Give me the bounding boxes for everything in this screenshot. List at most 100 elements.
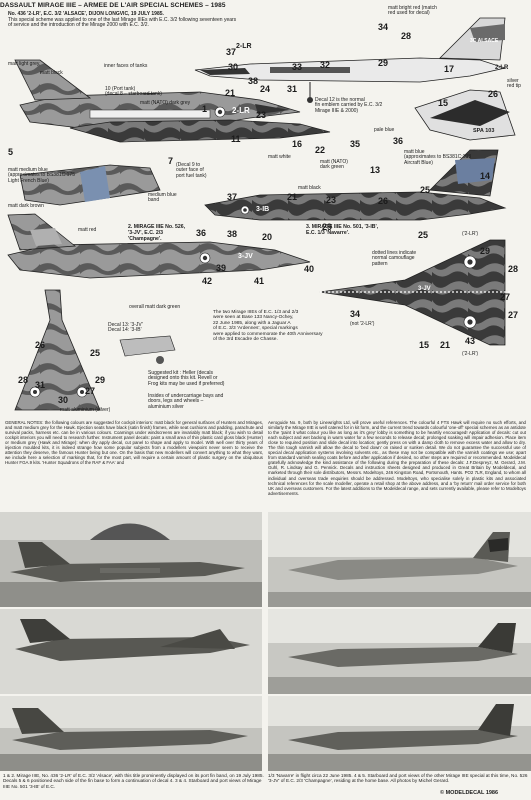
marking-2lr-b: 2-LR xyxy=(236,43,252,50)
caption-mirage-501: 3. MIRAGE IIIE No. 501, '3-IB', E.C. 1/3… xyxy=(306,224,379,236)
side-view-3ib xyxy=(204,149,507,221)
decal-num: 27 xyxy=(500,292,511,302)
decal-num: 21 xyxy=(287,192,298,202)
decal-num: 39 xyxy=(216,263,227,273)
marking-3ib: 3-IB xyxy=(256,206,270,213)
label-insides: Insides of undercarriage bays and doors,… xyxy=(148,393,224,410)
label-matt-nato-dark-grey: matt (NATO) dark grey xyxy=(140,100,191,106)
decal-num: 30 xyxy=(228,62,239,72)
label-medium-blue-band: medium blue band xyxy=(148,192,177,204)
marking-2lr-a: 2-LR xyxy=(232,106,250,115)
decal-num: 17 xyxy=(444,64,455,74)
label-two-mirage: The two Mirage IIIEs of E.C. 1/3 and 2/3… xyxy=(213,310,323,343)
decal-num: 21 xyxy=(440,340,451,350)
decal-num: 5 xyxy=(8,147,14,157)
decal-num: 34 xyxy=(350,309,361,319)
decal-num: 38 xyxy=(248,76,259,86)
label-matt-medium-blue: matt medium blue (approximates to BS381C… xyxy=(8,167,75,184)
decal-num: 36 xyxy=(393,136,404,146)
label-matt-dark-brown: matt dark brown xyxy=(8,203,44,209)
decal-num: 29 xyxy=(378,58,389,68)
decal-num: 26 xyxy=(378,196,389,206)
marking-spa: SPA 103 xyxy=(473,128,495,134)
photo-1 xyxy=(0,512,262,607)
decal-num: 38 xyxy=(227,229,238,239)
label-decal-13-14: Decal 13: '3-JV' Decal 14: '3-IB' xyxy=(108,322,143,334)
decal-num: 26 xyxy=(488,89,499,99)
plan-view-left xyxy=(14,289,101,411)
side-view-2lr-light xyxy=(194,17,507,103)
plan-view-right xyxy=(319,239,510,346)
side-view-3jv xyxy=(7,213,311,279)
decal-num: 24 xyxy=(260,84,271,94)
decal-num: 16 xyxy=(292,139,303,149)
photo-4 xyxy=(268,609,531,694)
decal-num: 37 xyxy=(226,47,237,57)
label-decal-12: Decal 12 is the normal fin emblem carrie… xyxy=(315,97,383,114)
label-dotted-lines: dotted lines indicate normal camouflage … xyxy=(372,250,417,267)
decal-num: 43 xyxy=(465,336,476,346)
decal-num: 34 xyxy=(378,22,389,32)
decal-num: 21 xyxy=(225,88,236,98)
label-decal-9: (Decal 9 to outer face of port fuel tank… xyxy=(176,162,207,179)
decal-num: 29 xyxy=(480,246,491,256)
aircraft-illustrations xyxy=(7,17,516,411)
decal-num: 27 xyxy=(508,310,519,320)
decal-num: 26 xyxy=(35,340,46,350)
decal-num: 28 xyxy=(401,31,412,41)
decal-num: 33 xyxy=(292,62,303,72)
decal-num: 25 xyxy=(420,185,431,195)
decal-num: 31 xyxy=(35,380,46,390)
marking-2lr-c: 2-LR xyxy=(495,65,509,71)
label-inner-faces: inner faces of tanks xyxy=(104,63,148,69)
general-notes-col2: Aeroguide No. 9, both by Linewrights Ltd… xyxy=(268,420,526,496)
label-overall-dark-green: overall matt dark green xyxy=(129,304,181,310)
decal-num: 15 xyxy=(419,340,430,350)
general-notes-col1: GENERAL NOTES: the following colours are… xyxy=(5,420,263,466)
intro-text: This special scheme was applied to one o… xyxy=(8,16,237,29)
decal-num: 29 xyxy=(322,222,333,232)
label-pale-blue: pale blue xyxy=(374,127,395,133)
caption-mirage-526: 2. MIRAGE IIIE No. 526, '3-JV', E.C. 2/3… xyxy=(128,224,186,242)
marking-alsace: 3C ALSACE xyxy=(470,38,499,44)
footer-caption-right: 1/3 'Navarre' in flight circa 22 June 19… xyxy=(268,773,528,784)
photo-3 xyxy=(0,609,262,694)
intro-block: No. 436 '2-LR', E.C. 3/2 'ALSACE', DIJON… xyxy=(8,11,238,29)
decal-num: 32 xyxy=(320,60,331,70)
decal-num: 25 xyxy=(418,230,429,240)
side-view-2lr-camo-b xyxy=(69,119,331,143)
marking-3jv-a: 3-JV xyxy=(238,253,253,260)
label-matt-nato-dark-green: matt (NATO) dark green xyxy=(320,159,348,171)
decal-num: 1 xyxy=(202,104,208,114)
label-matt-bright-red: matt bright red (match red used for deca… xyxy=(388,5,437,17)
label-matt-white: matt white xyxy=(268,154,291,160)
marking-3jv-b: 3-JV xyxy=(418,286,431,292)
fin-view-blue xyxy=(19,164,161,206)
decal-num: 40 xyxy=(304,264,315,274)
label-matt-black-1: matt black xyxy=(40,70,63,76)
label-matt-light-grey: matt light grey xyxy=(8,61,40,67)
decal-num: 7 xyxy=(168,156,174,166)
photo-5 xyxy=(0,696,262,771)
decal-num: 25 xyxy=(90,348,101,358)
decal-num: 22 xyxy=(315,145,326,155)
label-2lr-note-b: ('2-LR') xyxy=(462,351,479,357)
decal-num: 28 xyxy=(508,264,519,274)
label-decal-10: 10 (Port tank) (decal 8 – starboard tank… xyxy=(105,86,162,98)
decal-num: 41 xyxy=(254,276,265,286)
label-matt-aluminium: matt aluminium (silver) xyxy=(60,407,111,413)
decal-num: 13 xyxy=(370,165,381,175)
label-matt-red: matt red xyxy=(78,227,97,233)
photo-6 xyxy=(268,696,531,771)
label-2lr-note: ('2-LR') xyxy=(462,231,479,237)
page-title: DASSAULT MIRAGE IIIE – ARMEE DE L'AIR SP… xyxy=(0,2,226,9)
decal-num: 15 xyxy=(438,98,449,108)
fin-view-spa xyxy=(414,89,516,141)
decal-num: 23 xyxy=(256,110,267,120)
decal-num: 30 xyxy=(58,395,69,405)
photo-2 xyxy=(268,512,531,607)
decal-num: 20 xyxy=(262,232,273,242)
decal-num: 36 xyxy=(196,228,207,238)
decal-num: 31 xyxy=(287,84,298,94)
label-not-2lr: (not '2-LR') xyxy=(350,321,375,327)
